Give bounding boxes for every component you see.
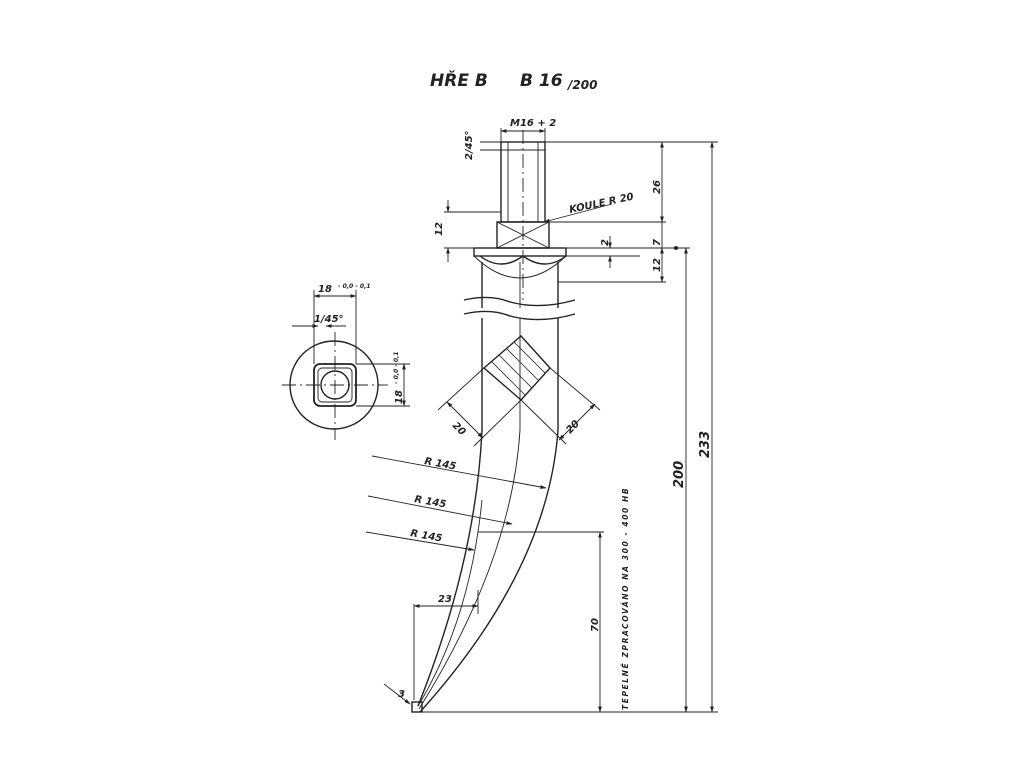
curved-tine — [411, 318, 559, 713]
dim-7: 7 — [652, 239, 663, 246]
tine-body-upper — [463, 262, 576, 321]
dim-26: 26 — [652, 180, 663, 194]
chamfer-top-label: 2/45° — [464, 130, 475, 160]
radius-3: R 145 — [409, 528, 443, 544]
section-height: 18 — [394, 390, 405, 404]
section-width-tol: - 0,0 - 0,1 — [338, 283, 371, 290]
dim-3: 3 — [398, 689, 405, 700]
radius-callouts: R 145 R 145 R 145 — [365, 455, 547, 551]
vertical-dimensions: 26 7 2 12 200 233 — [422, 141, 718, 713]
radius-2: R 145 — [413, 494, 447, 510]
thread-label: M16 + 2 — [510, 118, 556, 129]
cross-section-view: 18 - 0,0 - 0,1 1/45° 18 - 0,0 - 0,1 — [282, 283, 410, 440]
dim-12-right: 12 — [652, 258, 663, 272]
dim-12-left: 12 — [434, 222, 445, 236]
dim-23: 23 — [438, 594, 452, 605]
dim-233: 233 — [698, 431, 713, 458]
ball-label: KOULE R 20 — [568, 192, 634, 216]
dim-70: 70 — [590, 618, 601, 632]
title-size: /200 — [566, 78, 597, 92]
heat-note: TEPELNĚ ZPRACOVÁNO NA 300 - 400 HB — [621, 487, 630, 710]
heat-zone: 70 TEPELNĚ ZPRACOVÁNO NA 300 - 400 HB — [422, 487, 630, 713]
dim-20-right: 20 — [564, 418, 582, 436]
section-width: 18 — [318, 284, 332, 295]
collar: KOULE R 20 — [473, 192, 635, 279]
section-height-tol: - 0,0 - 0,1 — [393, 351, 400, 384]
dim-200: 200 — [672, 461, 687, 488]
radius-1: R 145 — [423, 456, 457, 472]
rotated-section: 20 20 — [437, 335, 601, 447]
dim-2: 2 — [600, 239, 611, 246]
title-code: B 16 — [520, 71, 563, 91]
section-chamfer: 1/45° — [314, 314, 344, 325]
tip-dimensions: 23 3 — [383, 590, 479, 705]
dim-20-left: 20 — [450, 420, 468, 438]
left-collar-dim: 12 — [434, 200, 501, 262]
title-left: HŘE B — [430, 69, 488, 91]
